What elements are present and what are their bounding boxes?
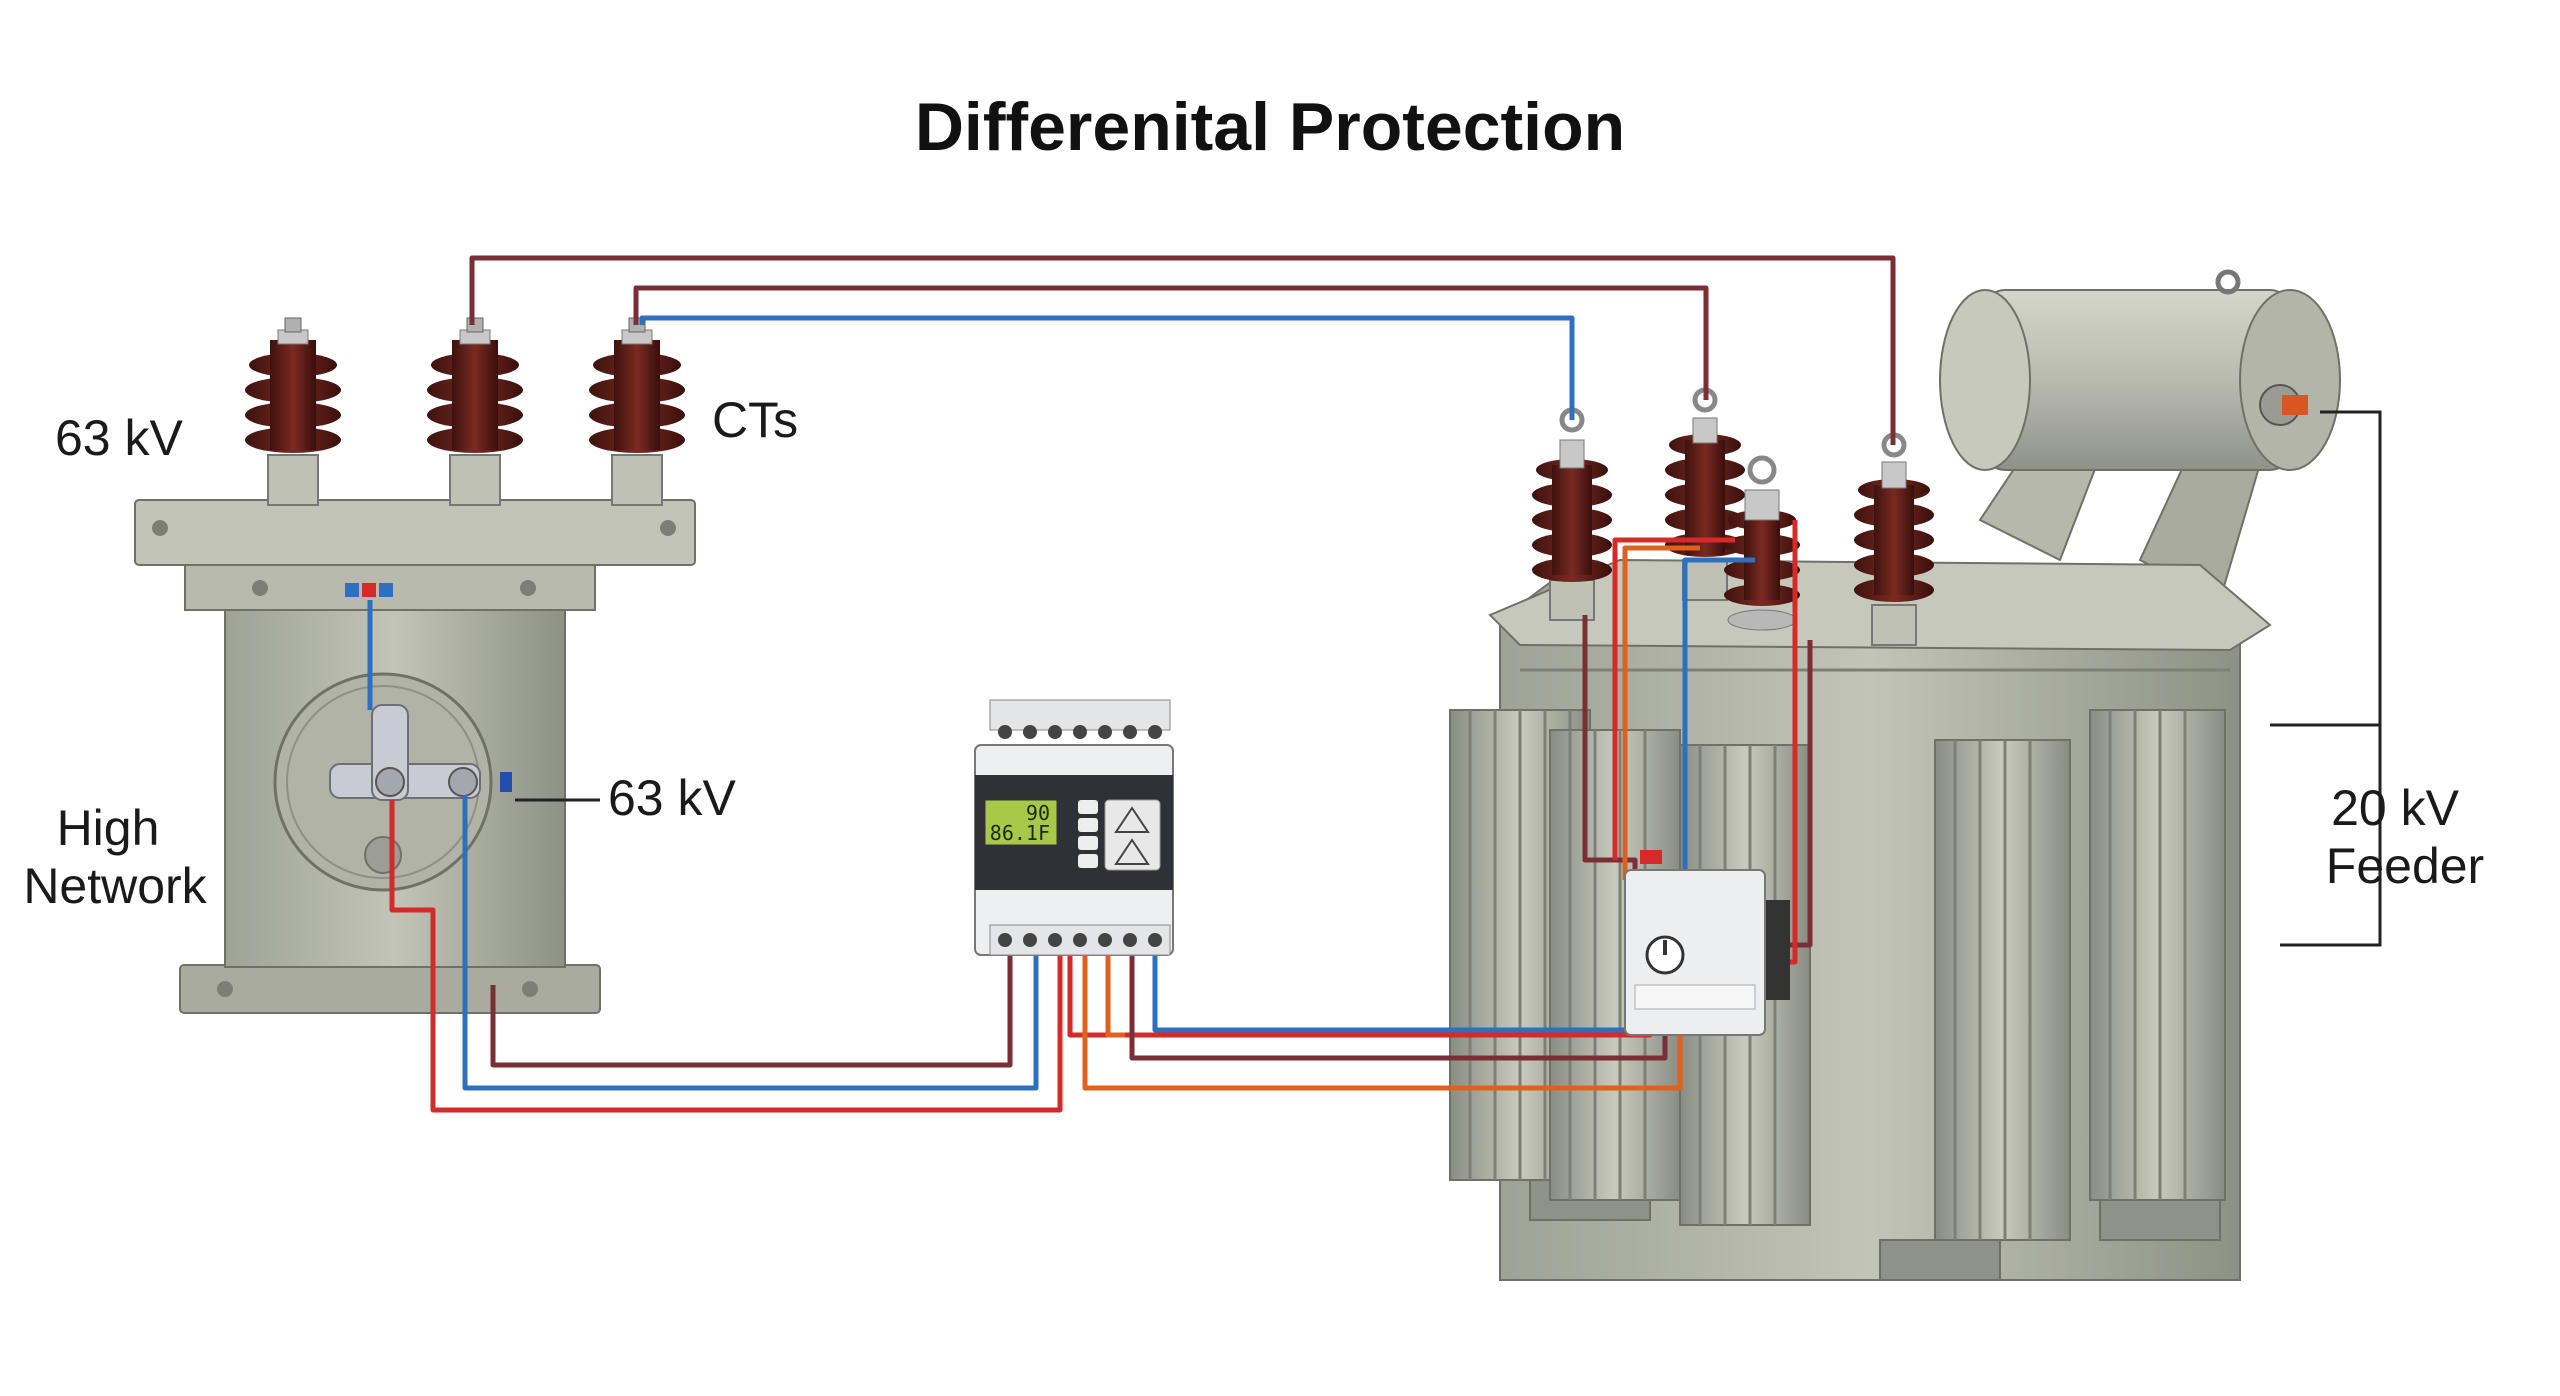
wire-blue-left-relay <box>462 795 1039 1091</box>
wire-orange-relay-ct-2 <box>1105 955 1125 1038</box>
wire-orange-relay-ct <box>1082 955 1683 1091</box>
label-cts: CTs <box>712 392 798 448</box>
bushing-left-1 <box>245 317 341 506</box>
relay-lcd-line2: 86.1F <box>990 821 1050 845</box>
differential-relay: 90 86.1F <box>974 699 1174 956</box>
wire-red-ct-bushing <box>1612 537 1735 860</box>
label-high: High <box>57 800 160 856</box>
high-network-bushings <box>245 317 685 506</box>
wire-maroon-left-relay <box>490 955 1013 1068</box>
annotation-lines <box>515 410 2382 947</box>
wire-top-maroon-inner <box>633 285 1709 400</box>
wire-orange-ct-bushing <box>1622 545 1700 880</box>
warning-triangle-icon <box>1114 806 1150 833</box>
bushing-left-2 <box>427 317 523 506</box>
wire-blue-ct-bushing <box>1682 557 1755 900</box>
bushing-right-1 <box>1532 407 1612 621</box>
relay-key-3[interactable] <box>1078 836 1098 850</box>
relay-lcd <box>984 799 1058 846</box>
label-network: Network <box>23 858 207 914</box>
wire-top-blue <box>639 315 1575 420</box>
wire-top-maroon-outer <box>469 255 1896 445</box>
label-63kv-top: 63 kV <box>55 410 184 466</box>
relay-key-1[interactable] <box>1078 800 1098 814</box>
bushing-left-3 <box>589 317 685 506</box>
relay-lcd-line1: 90 <box>1026 801 1050 825</box>
diagram-title: Differenital Protection <box>915 89 1625 165</box>
label-20kv: 20 kV <box>2331 780 2460 836</box>
wire-red-left-relay <box>389 800 1063 1113</box>
conservator-tank <box>1939 269 2341 471</box>
label-feeder: Feeder <box>2326 838 2484 894</box>
relay-key-4[interactable] <box>1078 854 1098 868</box>
relay-key-2[interactable] <box>1078 818 1098 832</box>
label-63kv-mid: 63 kV <box>608 770 737 826</box>
ct-terminal-box <box>1624 850 1790 1036</box>
high-network-ct-unit <box>134 499 696 1014</box>
bushing-right-center <box>1724 455 1800 631</box>
warning-triangle-icon <box>1114 838 1150 865</box>
